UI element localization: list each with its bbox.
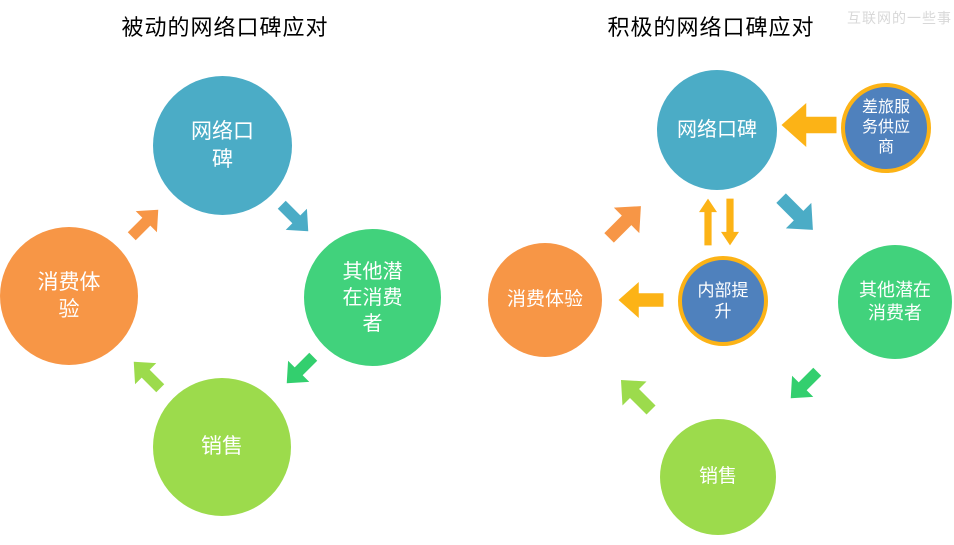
left-arrow-up-right-icon [127,209,159,241]
right-arrow-down-icon [721,198,739,246]
arrow-shape [721,198,739,246]
right-arrow-up-left-icon [620,379,656,415]
right-node-other-potential-consumers: 其他潜在 消费者 [838,245,952,359]
left-node-consumer-experience: 消费体 验 [0,227,138,365]
right-arrow-supplier-to-wom-icon [781,103,837,147]
arrow-shape [618,282,664,318]
right-arrow-down-left-icon [790,367,822,399]
right-node-travel-service-supplier: 差旅服 务供应 商 [841,83,931,173]
arrow-shape [790,367,822,399]
right-arrow-down-right-icon [776,193,813,230]
arrow-shape [277,200,309,232]
right-node-word-of-mouth: 网络口碑 [657,70,777,190]
right-arrow-improvement-to-experience-icon [618,282,664,318]
arrow-shape [127,209,159,241]
left-node-word-of-mouth: 网络口 碑 [153,76,292,215]
watermark-text: 互联网的一些事 [847,10,952,26]
left-arrow-down-right-icon [277,200,309,232]
left-arrow-down-left-icon [286,352,318,384]
arrow-shape [620,379,656,415]
arrow-shape [604,206,641,243]
right-node-sales: 销售 [660,419,776,535]
left-arrow-up-left-icon [133,361,165,393]
arrow-shape [133,361,165,393]
right-node-consumer-experience: 消费体验 [488,243,602,357]
left-diagram-title: 被动的网络口碑应对 [121,15,329,40]
arrow-shape [699,198,717,246]
arrow-shape [286,352,318,384]
left-node-sales: 销售 [153,378,291,516]
right-arrow-up-icon [699,198,717,246]
right-diagram-title: 积极的网络口碑应对 [607,15,815,40]
left-node-other-potential-consumers: 其他潜 在消费 者 [304,229,441,366]
right-arrow-up-right-icon [604,206,641,243]
arrow-shape [776,193,813,230]
right-node-internal-improvement: 内部提 升 [678,256,768,346]
arrow-shape [781,103,837,147]
